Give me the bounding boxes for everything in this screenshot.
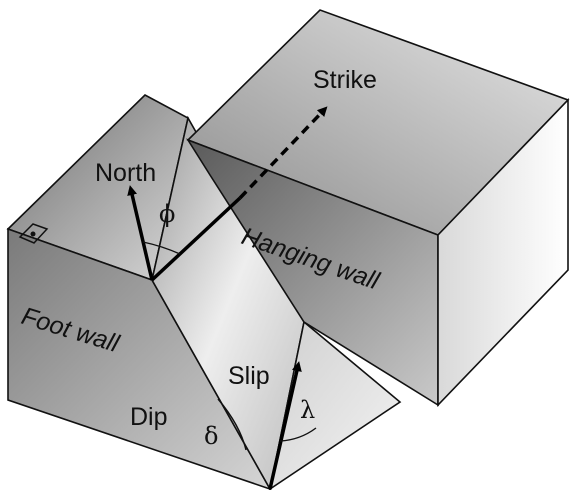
lambda-angle-arc <box>279 427 317 442</box>
footwall-floor-right <box>268 320 402 490</box>
phi-label: ϕ <box>159 200 175 228</box>
right-angle-dot <box>30 231 36 237</box>
strike-arrow-dashed <box>238 106 328 200</box>
north-label: North <box>95 159 156 187</box>
slip-arrow <box>268 361 302 490</box>
delta-angle-arc <box>217 398 247 451</box>
hangingwall-right-face <box>437 98 569 407</box>
hangingwall-front-face <box>186 138 439 407</box>
phi-angle-arc <box>142 241 181 255</box>
lambda-label: λ <box>300 396 315 424</box>
delta-label: δ <box>204 422 218 450</box>
north-arrow <box>127 185 154 281</box>
strike-label: Strike <box>313 66 377 94</box>
dip-label: Dip <box>130 403 168 431</box>
strike-line-solid <box>150 196 242 282</box>
right-angle-marker <box>18 223 49 244</box>
slip-label: Slip <box>228 362 270 390</box>
